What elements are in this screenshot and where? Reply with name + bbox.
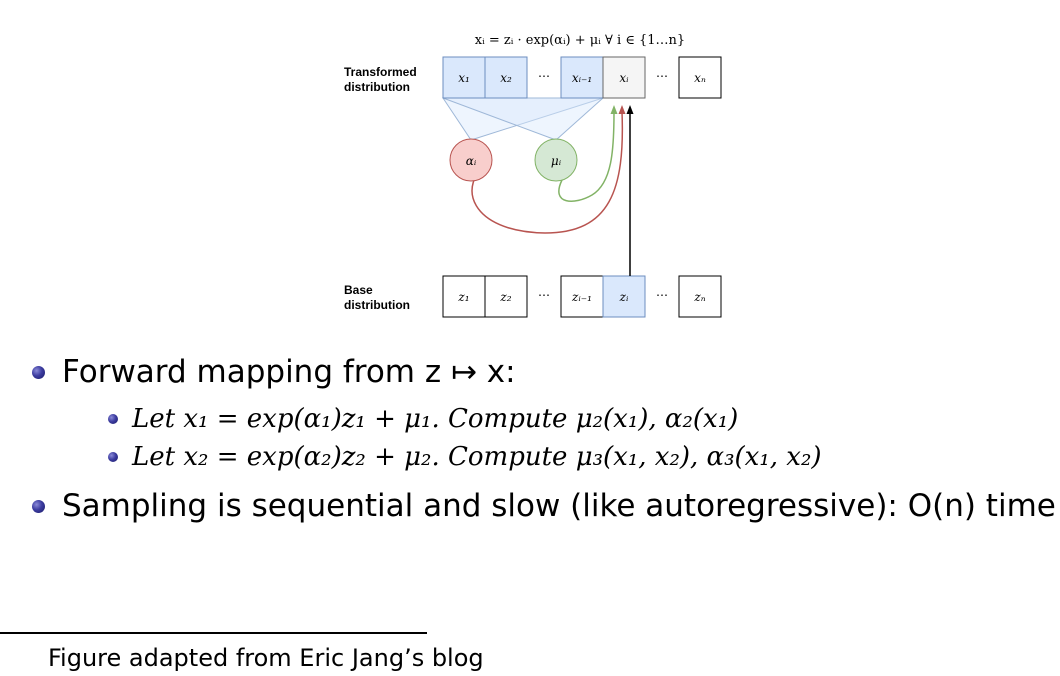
mu-node — [534, 138, 578, 182]
xn-label: xₙ — [694, 71, 706, 85]
alpha-arrowhead — [618, 105, 626, 114]
x1-label: x₁ — [458, 71, 470, 85]
equation-label: xᵢ = zᵢ · exp(αᵢ) + μᵢ ∀ i ∈ {1…n} — [475, 33, 685, 48]
top-ellipsis-2: ⋯ — [656, 69, 668, 83]
xi-minus-1-label: xᵢ₋₁ — [572, 71, 592, 85]
x2-cell — [484, 56, 528, 99]
footnote-rule — [0, 632, 427, 634]
x2-label: x₂ — [500, 71, 512, 85]
top-ellipsis-1: ⋯ — [538, 69, 550, 83]
bullet-1b-text: Let x₂ = exp(α₂)z₂ + μ₂. Compute μ₃(x₁, … — [132, 442, 822, 472]
transformed-distribution-label: Transformed distribution — [344, 65, 420, 94]
zi-cell — [602, 275, 646, 318]
bottom-ellipsis-1: ⋯ — [538, 288, 550, 302]
bullet-2-marker — [32, 500, 45, 513]
bottom-ellipsis-2: ⋯ — [656, 288, 668, 302]
x1-cell — [442, 56, 486, 99]
zn-label: zₙ — [693, 290, 705, 304]
alpha-arrow — [471, 111, 624, 234]
zi-minus-1-label: zᵢ₋₁ — [571, 290, 592, 304]
bullet-1a-text: Let x₁ = exp(α₁)z₁ + μ₁. Compute μ₂(x₁),… — [132, 404, 739, 434]
mu-arrow — [558, 111, 615, 202]
xi-cell — [602, 56, 646, 99]
z1-label: z₁ — [457, 290, 469, 304]
zi-minus-1-cell — [560, 275, 604, 318]
zn-cell — [678, 275, 722, 318]
z1-cell — [442, 275, 486, 318]
autoregressive-flow-diagram: xᵢ = zᵢ · exp(αᵢ) + μᵢ ∀ i ∈ {1…n} Trans… — [344, 33, 722, 318]
base-row: z₁ z₂ ⋯ zᵢ₋₁ zᵢ ⋯ zₙ — [442, 275, 722, 318]
bullet-1b-marker — [108, 452, 118, 462]
alpha-node-label: αᵢ — [466, 154, 477, 168]
bullet-1a-marker — [108, 414, 118, 424]
footnote: Figure adapted from Eric Jang’s blog — [48, 644, 484, 672]
transformed-row: x₁ x₂ ⋯ xᵢ₋₁ xᵢ ⋯ xₙ — [442, 56, 722, 99]
zi-label: zᵢ — [619, 290, 629, 304]
xi-minus-1-cell — [560, 56, 604, 99]
bullet-1-marker — [32, 366, 45, 379]
base-distribution-label: Base distribution — [344, 283, 410, 312]
z2-label: z₂ — [499, 290, 511, 304]
mu-arrowhead — [610, 105, 618, 114]
bullet-2-text: Sampling is sequential and slow (like au… — [62, 488, 1056, 524]
bullet-1-text: Forward mapping from z ↦ x: — [62, 354, 516, 390]
mu-node-label: μᵢ — [551, 154, 562, 168]
xn-cell — [678, 56, 722, 99]
alpha-node — [449, 138, 493, 182]
xi-label: xᵢ — [619, 71, 629, 85]
z2-cell — [484, 275, 528, 318]
z-to-x-arrowhead — [626, 105, 634, 114]
